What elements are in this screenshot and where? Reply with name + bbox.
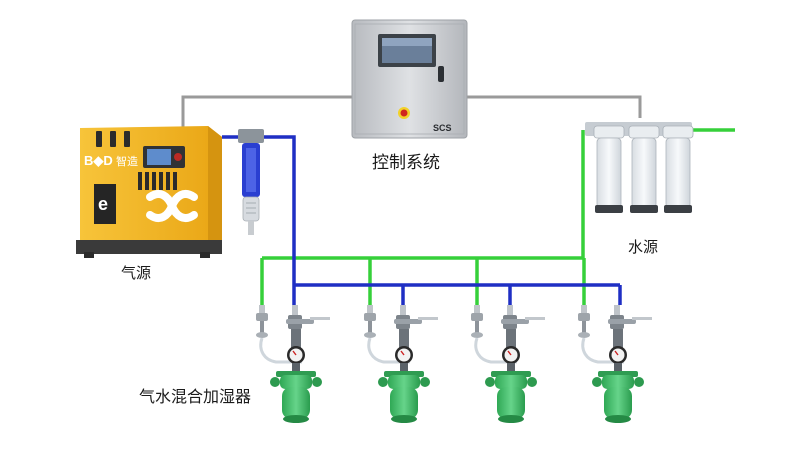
water-filter-1 <box>593 125 625 213</box>
water-source-label: 水源 <box>628 238 659 256</box>
compressor-brand-cn: 智造 <box>116 154 138 168</box>
infinity-mark-icon <box>146 190 198 222</box>
control-panel-badge: SCS <box>433 123 452 133</box>
water-lines <box>260 128 735 305</box>
air-lines <box>222 135 622 305</box>
signal-line-water <box>467 95 642 118</box>
signal-line-compressor <box>181 95 352 128</box>
door-handle <box>438 66 444 82</box>
signal-lines <box>181 95 642 128</box>
air-filter <box>238 129 264 235</box>
water-filter-3 <box>662 125 694 213</box>
touchscreen <box>378 34 436 67</box>
humidifier-unit-4 <box>576 303 654 425</box>
humidifier-unit-1 <box>254 303 332 425</box>
emergency-stop-icon <box>398 107 410 119</box>
compressor-brand: B◆D <box>84 153 113 168</box>
humidifier-label: 气水混合加湿器 <box>139 387 252 406</box>
air-compressor: B◆D 智造 e <box>76 126 222 258</box>
control-cabinet: SCS <box>351 19 468 139</box>
water-filter-2 <box>628 125 660 213</box>
air-source-label: 气源 <box>121 264 152 282</box>
e-logo-icon: e <box>94 184 116 224</box>
svg-text:e: e <box>98 194 108 214</box>
water-filters <box>585 122 694 213</box>
humidifier-unit-2 <box>362 303 440 425</box>
humidifier-unit-3 <box>469 303 547 425</box>
compressor-display <box>143 146 185 168</box>
control-system-label: 控制系统 <box>372 153 440 173</box>
